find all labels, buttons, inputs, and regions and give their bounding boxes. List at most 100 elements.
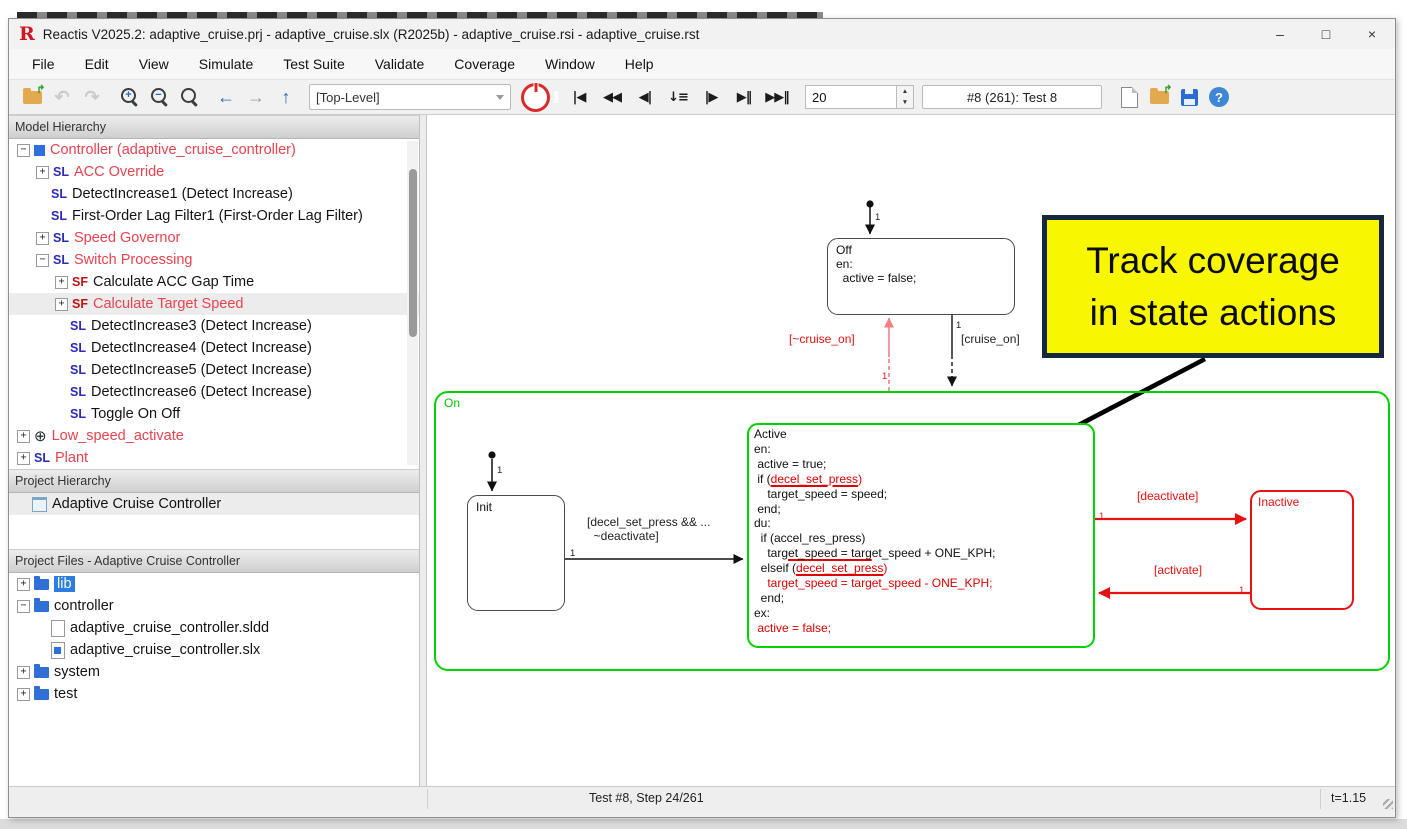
play-pause-button[interactable]: ▶‖	[736, 89, 753, 105]
tree-item-label: DetectIncrease3 (Detect Increase)	[90, 318, 312, 334]
expand-icon[interactable]: +	[17, 665, 30, 679]
run-simulation-button[interactable]	[554, 95, 558, 99]
simulink-subsystem-icon: SL	[70, 319, 86, 333]
zoom-in-button[interactable]: +	[117, 84, 143, 110]
tree-item-label: DetectIncrease6 (Detect Increase)	[90, 384, 312, 400]
new-test-button[interactable]	[1116, 84, 1142, 110]
menu-validate[interactable]: Validate	[374, 56, 425, 72]
stop-simulation-button[interactable]	[521, 82, 550, 112]
state-active[interactable]	[747, 423, 1095, 648]
action-code-line: en:	[754, 441, 771, 456]
expand-icon[interactable]: +	[17, 577, 30, 591]
navigate-back-button[interactable]: ←	[217, 86, 235, 107]
current-test-display[interactable]: #8 (261): Test 8	[922, 85, 1102, 109]
tree-item-detectincrease3-detect-increase-[interactable]: SL DetectIncrease3 (Detect Increase)	[9, 315, 419, 337]
zoom-reset-button[interactable]	[177, 84, 203, 110]
menu-window[interactable]: Window	[545, 56, 595, 72]
navigate-up-button[interactable]: ↑	[281, 86, 291, 107]
tree-item-adaptive-cruise-controller[interactable]: Adaptive Cruise Controller	[9, 493, 419, 515]
tree-item-adaptive-cruise-controller-sldd[interactable]: adaptive_cruise_controller.sldd	[9, 617, 419, 639]
tree-item-label: Low_speed_activate	[51, 428, 184, 444]
collapse-icon[interactable]: −	[36, 253, 49, 267]
state-inactive[interactable]	[1250, 490, 1354, 610]
step-forward-button[interactable]: |▶	[704, 89, 719, 105]
open-model-button[interactable]: ↱	[19, 84, 46, 110]
save-button[interactable]	[1176, 84, 1202, 110]
close-button[interactable]: ×	[1367, 26, 1377, 42]
model-hierarchy-scrollbar[interactable]	[407, 141, 418, 465]
panel-splitter[interactable]	[420, 115, 427, 790]
collapse-icon[interactable]: −	[17, 143, 30, 157]
tree-item-label: DetectIncrease1 (Detect Increase)	[71, 186, 293, 202]
state-on[interactable]	[434, 391, 1390, 671]
menu-view[interactable]: View	[138, 56, 169, 72]
menu-edit[interactable]: Edit	[84, 56, 109, 72]
file-icon	[51, 619, 65, 637]
step-count-input[interactable]	[805, 85, 896, 109]
step-back-button[interactable]: ◀|	[638, 89, 653, 105]
expand-icon[interactable]: +	[17, 451, 30, 465]
collapse-icon[interactable]: −	[17, 599, 30, 613]
expand-icon[interactable]: +	[55, 297, 68, 311]
expand-icon[interactable]: +	[17, 429, 30, 443]
rewind-button[interactable]: ◀◀	[603, 89, 622, 105]
tree-item-adaptive-cruise-controller-slx[interactable]: adaptive_cruise_controller.slx	[9, 639, 419, 661]
tree-item-controller[interactable]: −controller	[9, 595, 419, 617]
resize-grip[interactable]	[1383, 799, 1393, 809]
tree-indent	[17, 499, 28, 510]
maximize-button[interactable]: □	[1321, 26, 1331, 42]
spin-up-button[interactable]: ▲	[897, 86, 913, 97]
skip-to-start-button[interactable]: |◀	[572, 89, 587, 105]
project-hierarchy-header: Project Hierarchy	[9, 469, 419, 493]
expand-icon[interactable]: +	[36, 165, 49, 179]
menu-simulate[interactable]: Simulate	[198, 56, 254, 72]
hierarchy-breadcrumb-select[interactable]: [Top-Level]	[309, 84, 511, 110]
zoom-out-button[interactable]: −	[147, 84, 173, 110]
expand-icon[interactable]: +	[17, 687, 30, 701]
transition-index: 1	[570, 548, 576, 559]
tree-item-lib[interactable]: +lib	[9, 573, 419, 595]
state-off[interactable]	[827, 238, 1015, 315]
minimize-button[interactable]: –	[1276, 26, 1284, 42]
spin-down-button[interactable]: ▼	[897, 97, 913, 108]
scrollbar-thumb[interactable]	[408, 169, 417, 337]
open-folder-icon: ↱	[1149, 84, 1173, 104]
transition-label-cruise-on: [cruise_on]	[961, 332, 1020, 346]
menu-help[interactable]: Help	[624, 56, 654, 72]
reactis-logo-icon: R	[19, 23, 35, 45]
open-test-button[interactable]: ↱	[1146, 84, 1173, 110]
menu-coverage[interactable]: Coverage	[454, 56, 515, 72]
tree-indent	[55, 321, 66, 332]
menu-test-suite[interactable]: Test Suite	[283, 56, 345, 72]
help-button[interactable]: ?	[1206, 84, 1232, 110]
tree-item-low-speed-activate[interactable]: +⊕Low_speed_activate	[9, 425, 419, 447]
menu-file[interactable]: File	[32, 56, 55, 72]
state-init[interactable]	[467, 495, 565, 611]
expand-icon[interactable]: +	[55, 275, 68, 289]
expand-icon[interactable]: +	[36, 231, 49, 245]
fast-forward-pause-button[interactable]: ▶▶‖	[765, 89, 790, 105]
tree-item-controller-adaptive-cruise-controller-[interactable]: −Controller (adaptive_cruise_controller)	[9, 139, 419, 161]
title-bar: R Reactis V2025.2: adaptive_cruise.prj -…	[9, 19, 1395, 49]
step-into-button[interactable]: ↓≡	[668, 89, 689, 105]
tree-item-system[interactable]: +system	[9, 661, 419, 683]
navigate-forward-button[interactable]: →	[247, 86, 265, 107]
undo-button[interactable]: ↶	[54, 86, 70, 107]
tree-item-test[interactable]: +test	[9, 683, 419, 705]
redo-button[interactable]: ↷	[84, 86, 100, 107]
tree-item-label: Switch Processing	[73, 252, 193, 268]
